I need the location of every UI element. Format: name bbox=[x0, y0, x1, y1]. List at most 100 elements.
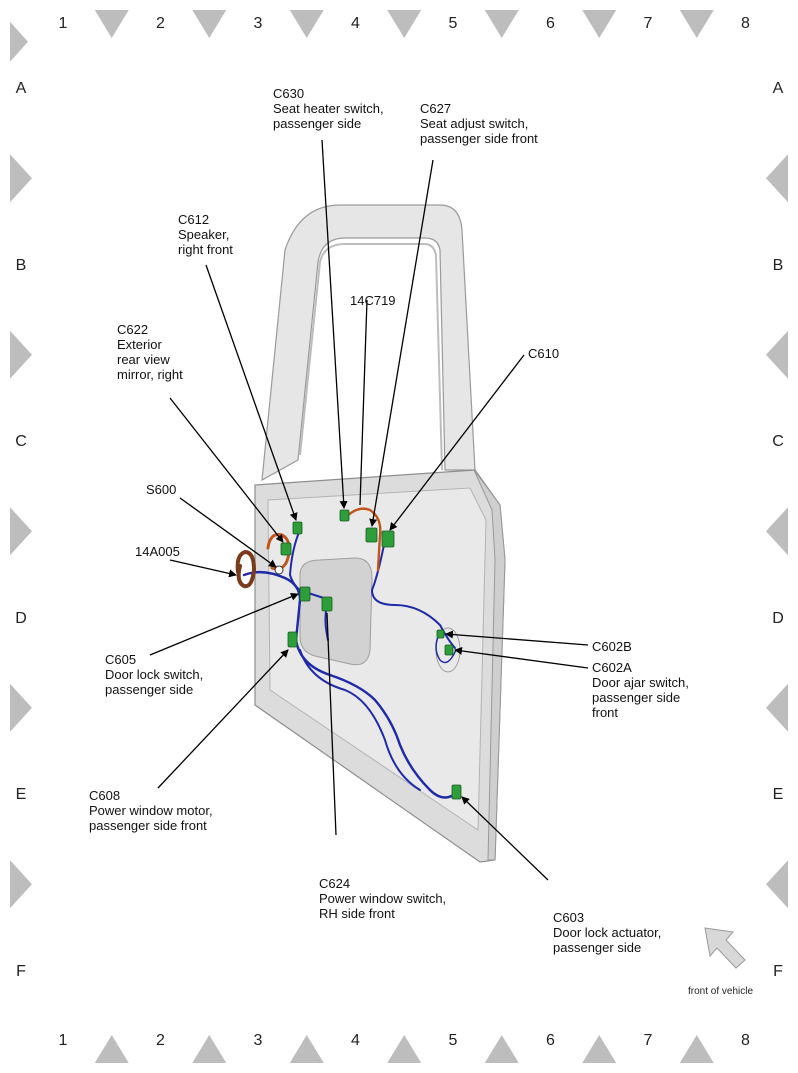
leader-c627 bbox=[369, 159, 434, 527]
grid-marker-bottom bbox=[289, 1035, 324, 1063]
label-c612-desc1: Speaker, bbox=[178, 227, 230, 242]
label-c608-desc2: passenger side front bbox=[89, 818, 207, 833]
label-c627-desc2: passenger side front bbox=[420, 131, 538, 146]
label-c630-desc1: Seat heater switch, bbox=[273, 101, 384, 116]
label-c608: C608 Power window motor, passenger side … bbox=[89, 788, 213, 833]
label-c627-id: C627 bbox=[420, 101, 452, 116]
label-c605: C605 Door lock switch, passenger side bbox=[105, 652, 203, 697]
grid-column-5-bottom: 5 bbox=[448, 1032, 458, 1049]
leader-c602b bbox=[445, 630, 589, 646]
connector-c602b bbox=[436, 629, 445, 639]
grid-column-1-top: 1 bbox=[58, 15, 68, 32]
label-c602a-id: C602A bbox=[592, 660, 632, 675]
grid-marker-bottom bbox=[484, 1035, 519, 1063]
leader-c602a bbox=[454, 646, 589, 669]
grid-column-8-bottom: 8 bbox=[741, 1032, 750, 1049]
label-c602b: C602B bbox=[592, 639, 632, 654]
grid-marker-left bbox=[10, 330, 32, 379]
connector-c612 bbox=[292, 521, 303, 535]
label-c602a-desc2: passenger side bbox=[592, 690, 681, 705]
grid-row-D-right: D bbox=[772, 609, 784, 627]
grid-marker-bottom bbox=[582, 1035, 617, 1063]
connector-c627 bbox=[365, 527, 378, 543]
label-c630: C630 Seat heater switch, passenger side bbox=[273, 86, 384, 131]
grid-marker-bottom bbox=[679, 1035, 714, 1063]
leader-lines bbox=[149, 139, 589, 881]
harness-main-blue bbox=[242, 570, 462, 799]
connector-c602a bbox=[444, 644, 454, 656]
grid-marker-right bbox=[766, 507, 788, 556]
grid-row-A-right: A bbox=[772, 80, 784, 97]
grid-column-8-top: 8 bbox=[741, 15, 750, 32]
connector-c608 bbox=[287, 631, 298, 648]
grid-row-E-left: E bbox=[15, 786, 27, 803]
grid-row-A-left: A bbox=[15, 80, 27, 97]
door-illustration bbox=[254, 204, 506, 863]
grid-column-2-bottom: 2 bbox=[156, 1032, 165, 1049]
label-c630-id: C630 bbox=[273, 86, 305, 101]
label-c610: C610 bbox=[528, 346, 559, 361]
harness-latch-blue bbox=[435, 631, 457, 664]
leader-c603 bbox=[461, 796, 549, 881]
grid-row-D-left: D bbox=[15, 609, 27, 627]
leader-c624 bbox=[326, 612, 337, 836]
connector-c622 bbox=[280, 542, 292, 556]
leader-c608 bbox=[157, 649, 289, 789]
door-speaker-opening bbox=[299, 557, 373, 666]
front-of-vehicle-label: front of vehicle bbox=[688, 986, 754, 997]
grid-marker-top bbox=[484, 10, 519, 38]
grid-marker-top bbox=[94, 10, 129, 38]
label-14c719-id: 14C719 bbox=[350, 293, 396, 308]
harness-coil-14a005 bbox=[235, 550, 256, 589]
connector-c610 bbox=[381, 530, 395, 548]
label-14a005: 14A005 bbox=[135, 544, 180, 559]
grid-marker-left bbox=[10, 683, 32, 732]
wiring-harness bbox=[235, 507, 462, 799]
label-c602a-desc3: front bbox=[592, 705, 619, 720]
label-c612: C612 Speaker, right front bbox=[178, 212, 233, 257]
grid-column-6-top: 6 bbox=[546, 15, 555, 32]
label-s600: S600 bbox=[146, 482, 176, 497]
connector-c605 bbox=[299, 586, 311, 602]
grid-column-1-bottom: 1 bbox=[58, 1032, 68, 1049]
grid-marker-bottom bbox=[94, 1035, 129, 1063]
grid-marker-top bbox=[679, 10, 714, 38]
grid-marker-right bbox=[766, 683, 788, 732]
grid-column-3-top: 3 bbox=[253, 15, 263, 32]
leader-14c719 bbox=[359, 299, 368, 506]
grid-marker-bottom bbox=[387, 1035, 422, 1063]
label-c603-desc1: Door lock actuator, bbox=[553, 925, 662, 940]
label-s600-id: S600 bbox=[146, 482, 177, 497]
leader-c630 bbox=[321, 139, 348, 509]
label-c612-desc2: right front bbox=[178, 242, 233, 257]
grid-row-B-right: B bbox=[772, 256, 784, 274]
label-c603-id: C603 bbox=[553, 910, 585, 925]
grid-column-3-bottom: 3 bbox=[253, 1032, 263, 1049]
door-window-frame-inner bbox=[299, 243, 443, 471]
grid-marker-left bbox=[10, 860, 32, 909]
grid-marker-top bbox=[387, 10, 422, 38]
grid-marker-right bbox=[766, 860, 788, 909]
leader-c612 bbox=[205, 264, 298, 521]
door-window-frame bbox=[261, 204, 476, 482]
grid-marker-top bbox=[582, 10, 617, 38]
label-c603-desc2: passenger side bbox=[553, 940, 642, 955]
label-c602a-desc1: Door ajar switch, bbox=[592, 675, 689, 690]
door-hinge-side bbox=[473, 469, 506, 861]
grid-column-4-bottom: 4 bbox=[351, 1032, 360, 1049]
label-c610-id: C610 bbox=[528, 346, 560, 361]
label-c627: C627 Seat adjust switch, passenger side … bbox=[420, 101, 538, 146]
label-c624: C624 Power window switch, RH side front bbox=[319, 876, 446, 921]
connectors bbox=[280, 509, 462, 800]
grid-column-2-top: 2 bbox=[156, 15, 165, 32]
label-c612-id: C612 bbox=[178, 212, 210, 227]
label-c627-desc1: Seat adjust switch, bbox=[420, 116, 529, 131]
label-14c719: 14C719 bbox=[350, 293, 396, 308]
leader-c622 bbox=[169, 397, 284, 543]
grid-marker-left bbox=[10, 507, 32, 556]
label-c622-desc2: rear view bbox=[117, 352, 170, 367]
label-c605-desc2: passenger side bbox=[105, 682, 194, 697]
grid-row-C-left: C bbox=[15, 433, 27, 450]
grid-column-5-top: 5 bbox=[448, 15, 458, 32]
